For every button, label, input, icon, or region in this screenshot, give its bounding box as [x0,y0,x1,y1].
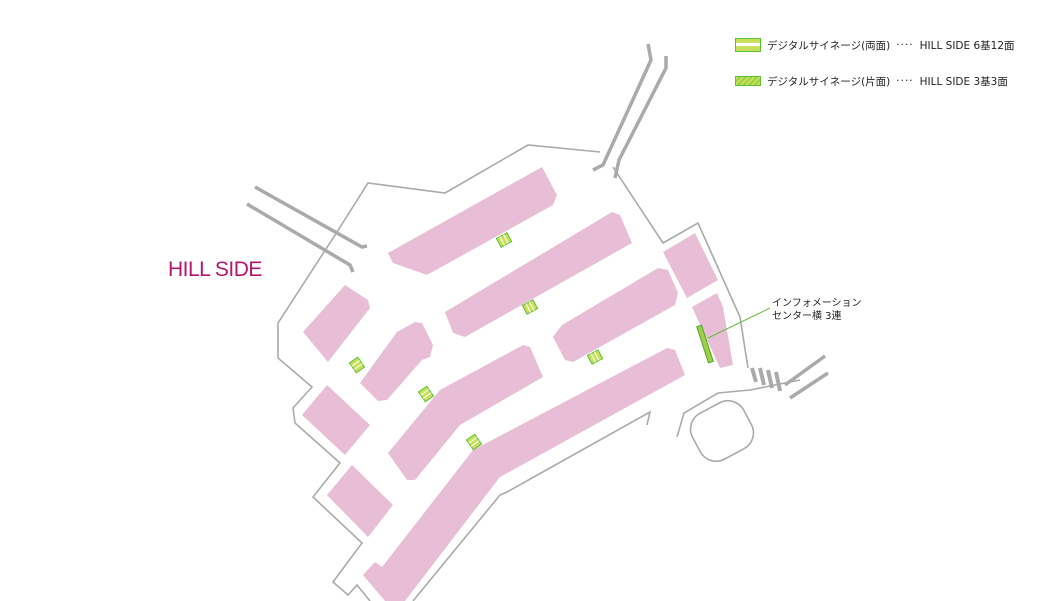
building [388,345,543,480]
building [692,293,733,368]
legend-value: HILL SIDE 6基12面 [919,39,1015,52]
signage-double-sided [521,299,539,315]
building [303,285,370,362]
legend-label: デジタルサイネージ(両面) [767,39,891,52]
area-label-hill-side: HILL SIDE [168,258,262,281]
legend-item-single-sided: デジタルサイネージ(片面) ···· HILL SIDE 3基3面 [735,72,1015,90]
legend-value: HILL SIDE 3基3面 [919,75,1008,88]
building [363,348,685,601]
building [388,167,557,275]
legend-item-double-sided: デジタルサイネージ(両面) ···· HILL SIDE 6基12面 [735,36,1015,54]
building [445,212,632,337]
building [360,322,433,401]
roads [246,43,829,400]
signage-double-sided [465,433,483,451]
signage-double [348,232,604,451]
legend-dots: ···· [896,75,914,87]
annotation-line-1: インフォメーション [772,298,862,309]
building [327,465,393,537]
annotation-line-2: センター横 3連 [772,311,842,322]
legend-dots: ···· [896,39,914,51]
signage-double-sided [495,232,513,248]
crosswalk [750,367,782,392]
site-outline [277,144,801,601]
single-sided-signage-icon [735,76,761,86]
buildings [302,167,733,601]
double-sided-signage-icon [735,38,761,52]
legend: デジタルサイネージ(両面) ···· HILL SIDE 6基12面 デジタルサ… [735,36,1015,108]
signage-double-sided [586,349,604,365]
signage-double-sided [348,356,366,374]
info-center-annotation: インフォメーション センター横 3連 [772,297,862,323]
signage-single-sided-info-center [696,307,771,364]
building [553,268,678,362]
building [663,233,718,298]
annotation-leader-line [707,307,771,339]
building [302,385,370,455]
legend-label: デジタルサイネージ(片面) [767,75,891,88]
signage-double-sided [417,385,435,403]
